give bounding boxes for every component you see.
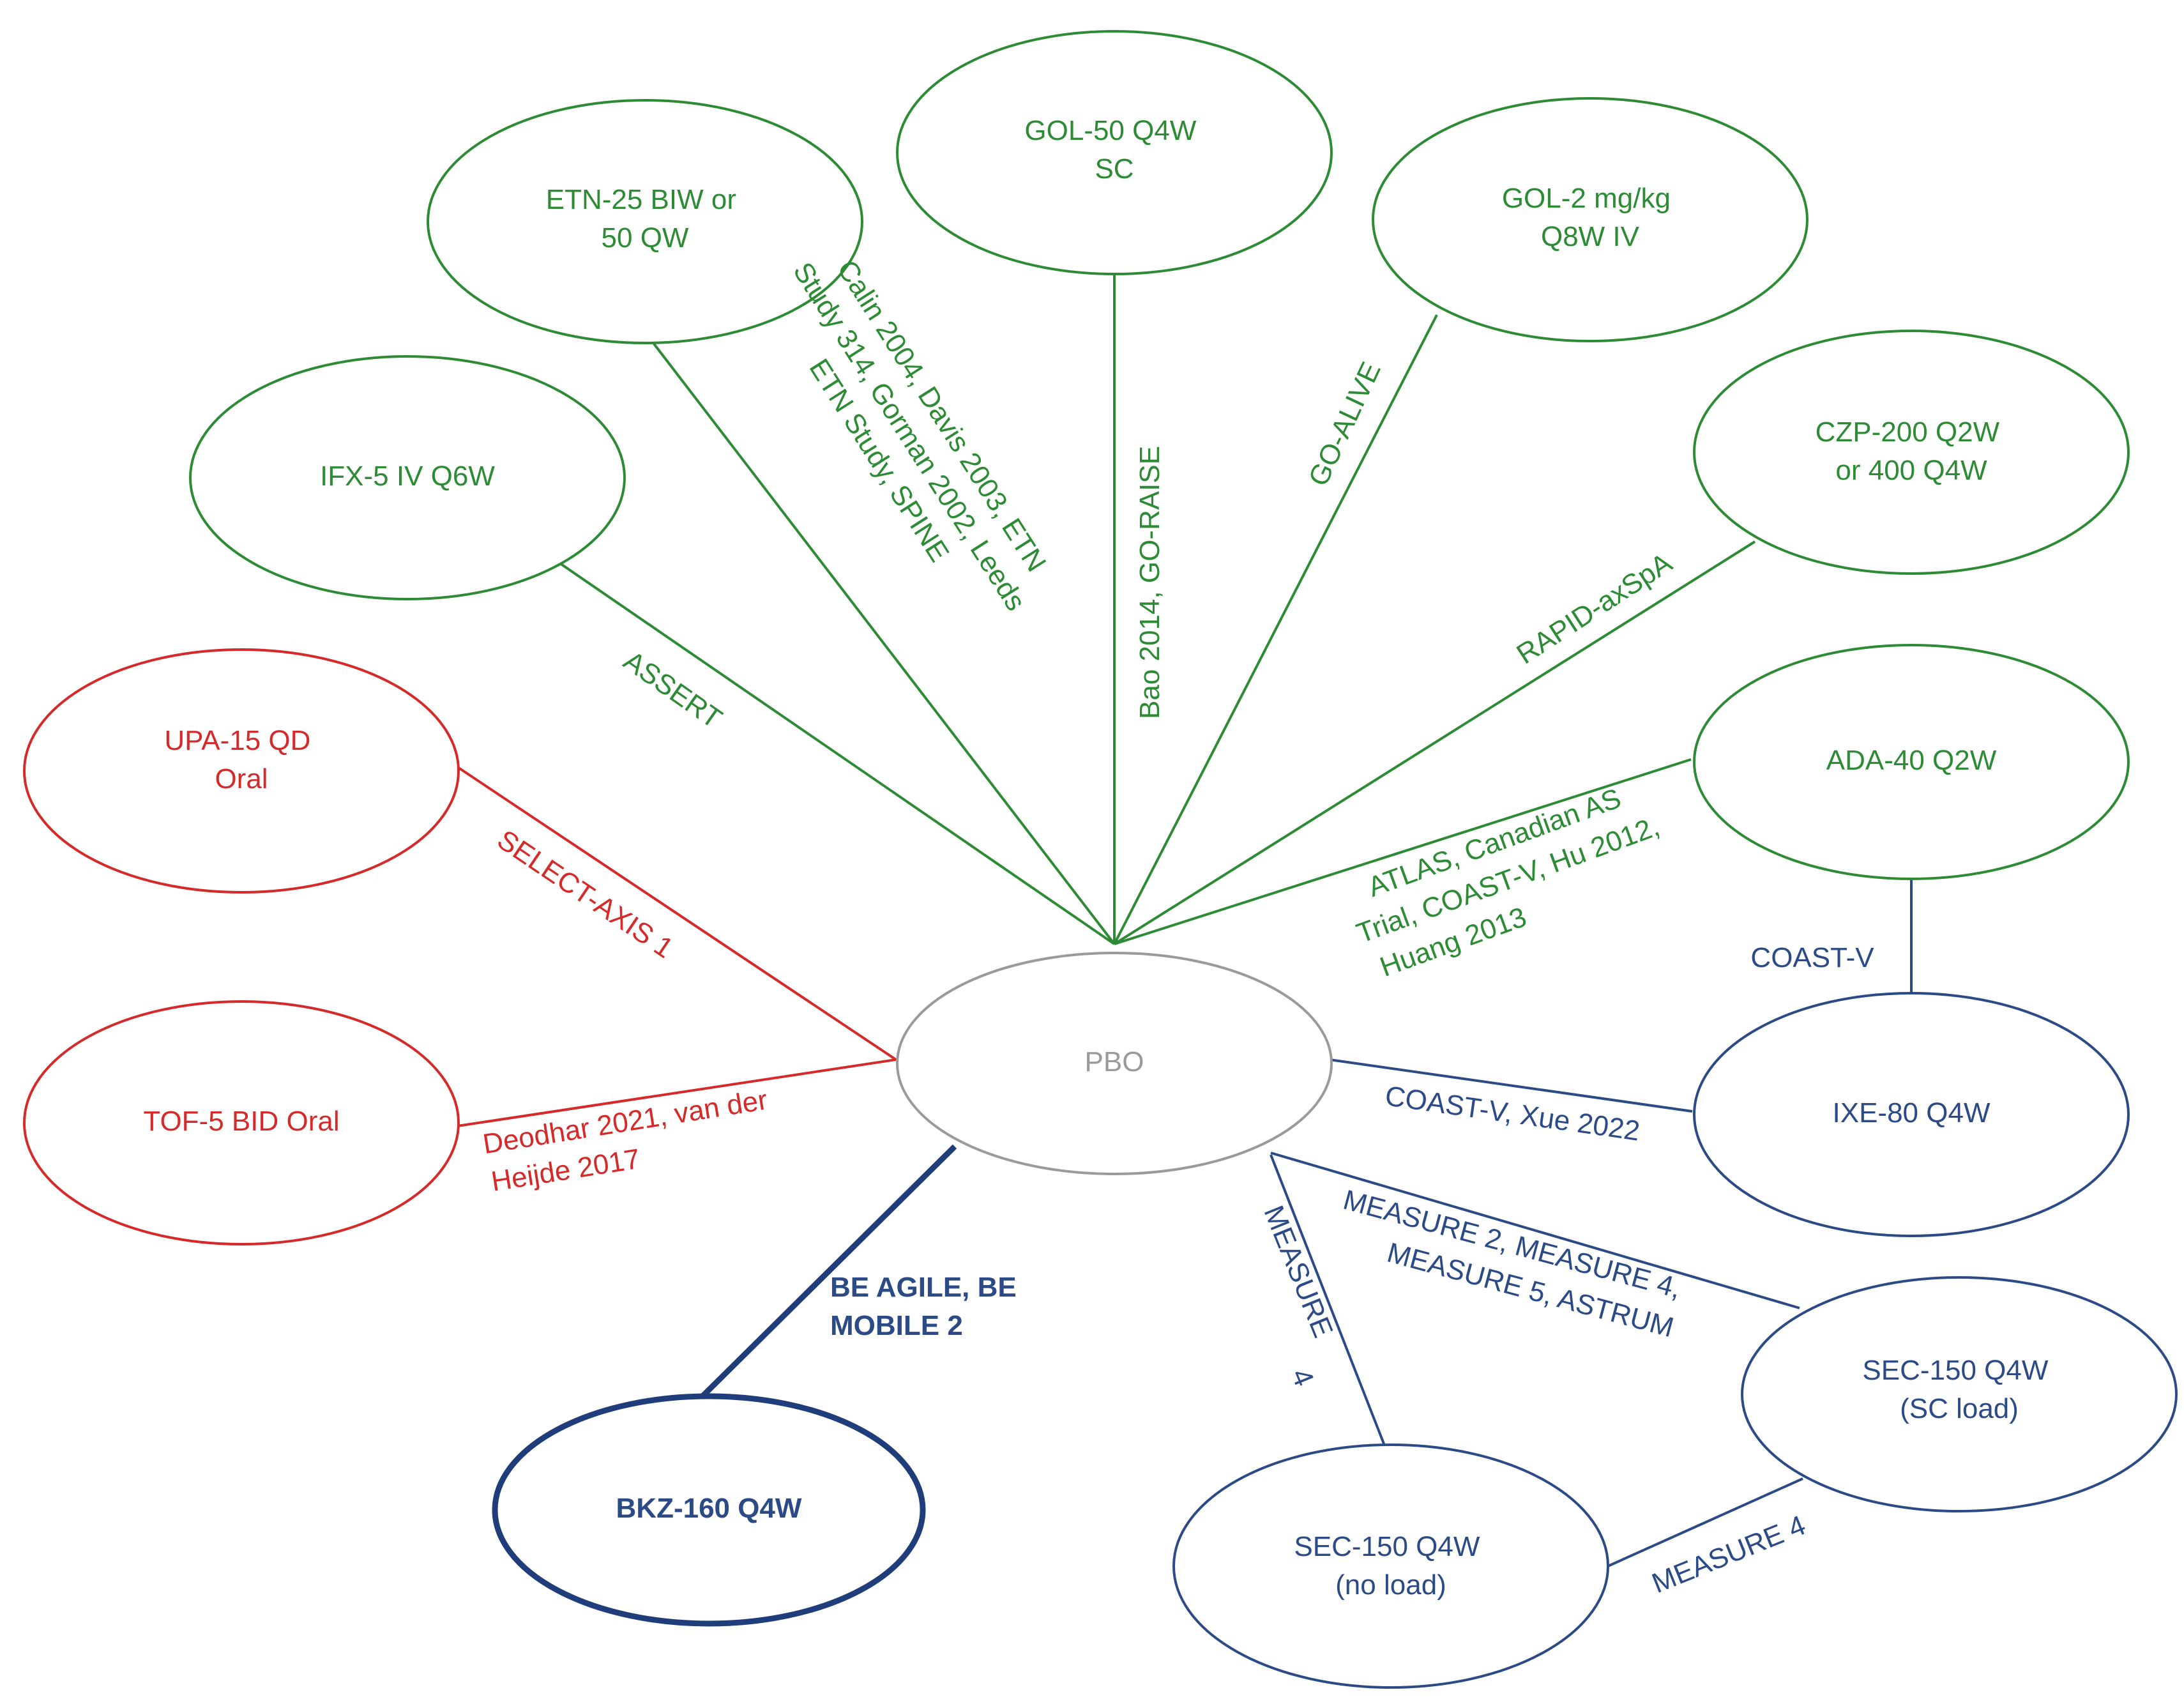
edge-label-ada-ixe-line: COAST-V	[1750, 942, 1874, 973]
node-etn-label-line: ETN-25 BIW or	[546, 184, 736, 215]
edge-line-secnoload-pbo	[1270, 1154, 1387, 1449]
edge-line-tof-pbo	[448, 1058, 897, 1129]
node-tof-ellipse[interactable]	[23, 1000, 460, 1245]
node-bkz-ellipse[interactable]	[492, 1393, 926, 1627]
edge-line-ixe-pbo	[1324, 1058, 1693, 1113]
node-czp-label-line: or 400 Q4W	[1835, 455, 1987, 486]
node-czp-label: CZP-200 Q2W or 400 Q4W	[1816, 416, 2008, 486]
edge-label-upa-pbo-line: SELECT-AXIS 1	[492, 824, 679, 964]
edge-label-ifx-pbo: ASSERT	[618, 644, 728, 735]
node-ada-label-line: ADA-40 Q2W	[1826, 745, 1997, 776]
edge-line-bkz-pbo	[699, 1144, 957, 1400]
node-secnoload-label-line: (no load)	[1335, 1569, 1446, 1601]
edge-label-secnoload-secload: MEASURE 4	[1648, 1509, 1810, 1599]
node-labels: PBO ETN-25 BIW or 50 QW GOL-50 Q4W SC GO…	[143, 115, 2056, 1601]
edge-label-secnoload-pbo-line: 4	[1285, 1364, 1321, 1390]
node-ifx-ellipse[interactable]	[189, 355, 626, 600]
node-gol2-ellipse[interactable]	[1372, 97, 1809, 342]
node-etn-label: ETN-25 BIW or 50 QW	[546, 184, 745, 254]
node-ixe-ellipse[interactable]	[1693, 992, 2130, 1237]
node-gol50-label: GOL-50 Q4W SC	[1024, 115, 1204, 185]
node-secload-label: SEC-150 Q4W (SC load)	[1862, 1355, 2056, 1424]
edge-label-secnoload-pbo: MEASURE 4	[1225, 1201, 1353, 1390]
edge-label-gol50-pbo-line: Bao 2014, GO-RAISE	[1134, 446, 1165, 719]
node-pbo-label: PBO	[1085, 1046, 1144, 1078]
edge-line-czp-pbo	[1113, 540, 1756, 945]
node-bkz-label: BKZ-160 Q4W	[616, 1493, 802, 1524]
node-ifx-label-line: IFX-5 IV Q6W	[320, 461, 495, 492]
node-pbo-label-line: PBO	[1085, 1046, 1144, 1078]
node-upa-label-line: UPA-15 QD	[164, 725, 310, 756]
edge-line-ada-pbo	[1114, 758, 1692, 945]
node-gol2-label-line: GOL-2 mg/kg	[1502, 183, 1671, 214]
edge-line-etn-pbo	[652, 342, 1116, 945]
edge-label-gol50-pbo: Bao 2014, GO-RAISE	[1134, 446, 1165, 719]
node-gol2-label: GOL-2 mg/kg Q8W IV	[1502, 183, 1678, 252]
edge-label-ixe-pbo-line: COAST-V, Xue 2022	[1383, 1080, 1642, 1146]
node-czp-label-line: CZP-200 Q2W	[1816, 416, 2000, 448]
edge-label-etn-pbo-line: Study 314, Gorman 2002, Leeds	[787, 257, 1032, 616]
edge-line-secload-pbo	[1270, 1152, 1800, 1309]
node-secload-label-line: SEC-150 Q4W	[1862, 1355, 2048, 1386]
node-secload-ellipse[interactable]	[1741, 1276, 2178, 1512]
edge-label-bkz-pbo: BE AGILE, BE MOBILE 2	[830, 1272, 1024, 1341]
node-ada-label: ADA-40 Q2W	[1826, 745, 1997, 776]
node-gol50-label-line: SC	[1095, 153, 1134, 185]
edge-label-secload-pbo: MEASURE 2, MEASURE 4, MEASURE 5, ASTRUM	[1330, 1184, 1692, 1345]
node-upa-label: UPA-15 QD Oral	[164, 725, 318, 795]
edge-label-czp-pbo-line: RAPID-axSpA	[1511, 547, 1678, 670]
node-etn-ellipse[interactable]	[427, 99, 863, 344]
node-tof-label: TOF-5 BID Oral	[143, 1106, 339, 1137]
edge-label-ifx-pbo-line: ASSERT	[618, 644, 728, 735]
node-ellipses	[23, 30, 2178, 1689]
edge-label-ada-pbo: ATLAS, Canadian AS Trial, COAST-V, Hu 20…	[1339, 770, 1685, 986]
edge-label-ixe-pbo: COAST-V, Xue 2022	[1383, 1080, 1642, 1146]
node-gol50-label-line: GOL-50 Q4W	[1024, 115, 1196, 146]
node-upa-label-line: Oral	[215, 763, 268, 795]
node-secload-label-line: (SC load)	[1900, 1393, 2019, 1424]
edge-label-bkz-pbo-line: BE AGILE, BE	[830, 1272, 1017, 1303]
node-pbo-ellipse[interactable]	[896, 952, 1333, 1175]
node-bkz-label-line: BKZ-160 Q4W	[616, 1493, 802, 1524]
edge-label-gol2-pbo: GO-ALIVE	[1302, 357, 1386, 491]
node-secnoload-label: SEC-150 Q4W (no load)	[1294, 1531, 1487, 1601]
edge-line-secnoload-secload	[1607, 1477, 1803, 1567]
node-gol2-label-line: Q8W IV	[1541, 221, 1640, 252]
node-czp-ellipse[interactable]	[1693, 330, 2130, 575]
node-gol50-ellipse[interactable]	[896, 30, 1333, 275]
edge-label-czp-pbo: RAPID-axSpA	[1511, 547, 1678, 670]
node-ixe-label-line: IXE-80 Q4W	[1833, 1097, 1991, 1129]
edge-label-ada-ixe: COAST-V	[1750, 942, 1874, 973]
node-etn-label-line: 50 QW	[602, 222, 689, 254]
node-ifx-label: IFX-5 IV Q6W	[320, 461, 495, 492]
node-tof-label-line: TOF-5 BID Oral	[143, 1106, 339, 1137]
node-ada-ellipse[interactable]	[1693, 644, 2130, 880]
edge-line-upa-pbo	[448, 760, 897, 1061]
node-upa-ellipse[interactable]	[23, 648, 460, 894]
edge-label-gol2-pbo-line: GO-ALIVE	[1302, 357, 1386, 491]
connector-lines	[448, 273, 1913, 1567]
node-secnoload-label-line: SEC-150 Q4W	[1294, 1531, 1480, 1562]
edge-line-ifx-pbo	[547, 554, 1116, 945]
edge-label-upa-pbo: SELECT-AXIS 1	[492, 824, 679, 964]
edge-line-gol2-pbo	[1113, 314, 1438, 945]
node-ixe-label: IXE-80 Q4W	[1833, 1097, 1991, 1129]
node-secnoload-ellipse[interactable]	[1172, 1443, 1609, 1689]
edge-label-bkz-pbo-line: MOBILE 2	[830, 1310, 963, 1341]
edge-label-secnoload-secload-line: MEASURE 4	[1648, 1509, 1810, 1599]
